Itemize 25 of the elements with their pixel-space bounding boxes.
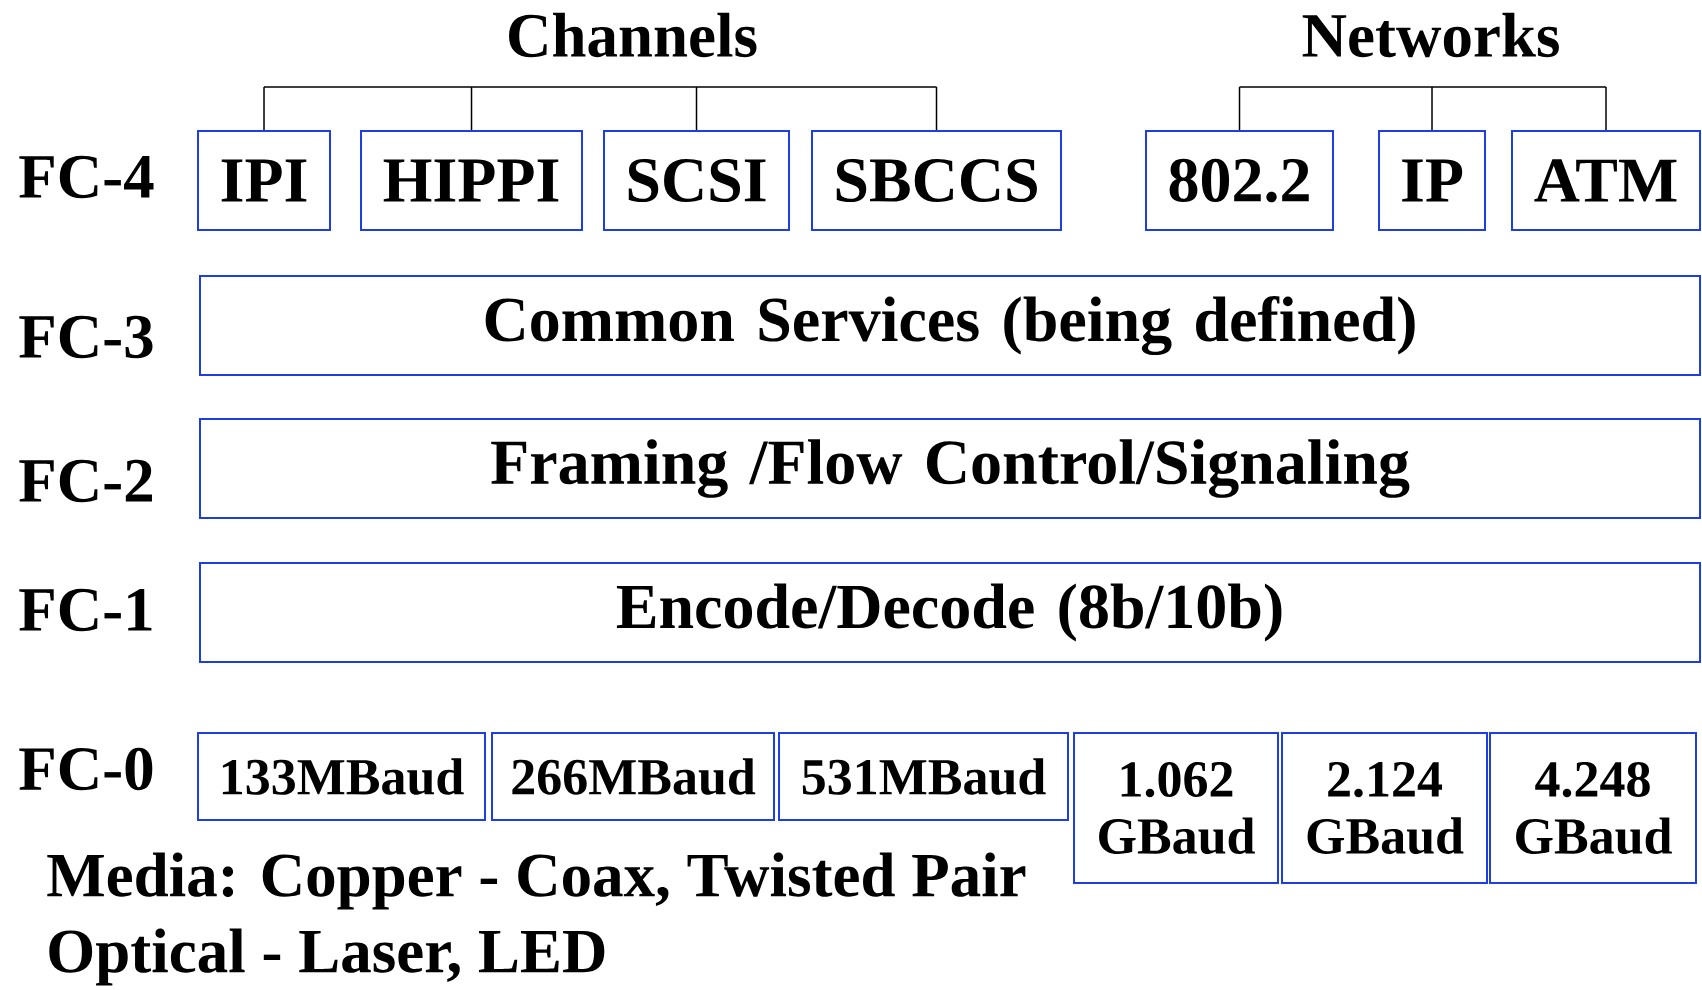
rate-box: 1.062 GBaud (1073, 732, 1279, 884)
layer-label: FC-4 (19, 155, 154, 199)
protocol-box: IPI (197, 130, 331, 231)
protocol-box: ATM (1511, 130, 1701, 231)
rate-box: 2.124 GBaud (1281, 732, 1488, 884)
protocol-box: SBCCS (811, 130, 1062, 231)
rate-box: 133MBaud (197, 732, 486, 821)
layer-box: Encode/Decode (8b/10b) (199, 562, 1701, 663)
rate-box: 531MBaud (778, 732, 1069, 821)
group-heading: Channels (509, 12, 757, 58)
protocol-box: 802.2 (1145, 130, 1334, 231)
layer-box: Framing /Flow Control/Signaling (199, 418, 1701, 519)
rate-box: 266MBaud (491, 732, 775, 821)
layer-label: FC-1 (19, 588, 152, 632)
layer-label: FC-3 (19, 315, 153, 359)
layer-label: FC-0 (19, 747, 153, 791)
layer-box: Common Services (being defined) (199, 275, 1701, 376)
protocol-box: IP (1378, 130, 1486, 231)
group-heading: Networks (1302, 12, 1559, 58)
protocol-box: HIPPI (360, 130, 583, 231)
layer-label: FC-2 (19, 459, 152, 503)
media-note: Media: Copper - Coax, Twisted Pair (47, 852, 1026, 910)
protocol-box: SCSI (603, 130, 790, 231)
rate-box: 4.248 GBaud (1489, 732, 1697, 884)
media-note: Optical - Laser, LED (49, 928, 605, 986)
